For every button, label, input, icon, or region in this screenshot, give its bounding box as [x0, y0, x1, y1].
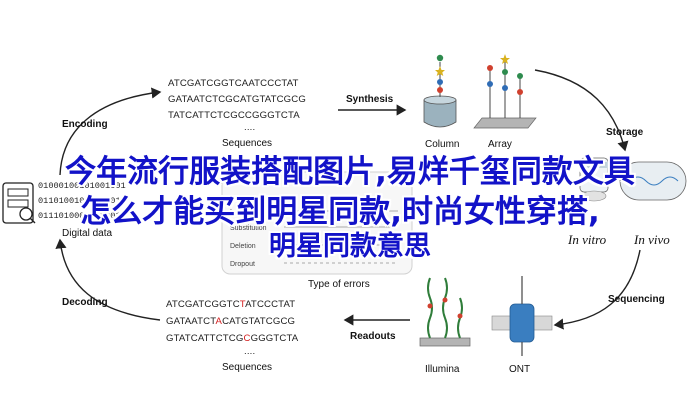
ont-icon	[491, 276, 553, 356]
binary-row-3: 01110100011000010	[38, 211, 126, 221]
error-panel	[221, 171, 413, 275]
error-base-3: C	[243, 333, 250, 344]
illumina-icon	[419, 277, 471, 347]
bottom-seq-dots: ....	[244, 346, 255, 357]
storage-arrow	[534, 69, 629, 152]
top-seq-dots: ....	[244, 122, 255, 133]
in-vivo-label: In vivo	[633, 232, 670, 247]
overlay-line-1: 今年流行服装搭配图片,易烊千玺同款文具	[65, 154, 635, 190]
binary-row-2: 01101001011101011	[38, 196, 126, 206]
ont-label: ONT	[509, 364, 530, 375]
top-seq-1: ATCGATCGGTCAATCCCTAT	[168, 78, 299, 89]
error-substitution: Substitution	[230, 225, 267, 232]
bottom-seq-1: ATCGATCGGTCTATCCCTAT	[166, 299, 295, 310]
readouts-label: Readouts	[350, 331, 396, 342]
error-dropout: Dropout	[230, 261, 255, 268]
computer-icon	[2, 182, 36, 224]
error-base-2: A	[216, 316, 223, 327]
binary-row-1: 01000100101001001	[38, 181, 126, 191]
synthesis-label: Synthesis	[346, 94, 394, 105]
digital-data-label: Digital data	[62, 228, 112, 239]
cell-icon	[619, 161, 687, 201]
array-label: Array	[488, 139, 512, 150]
top-seq-3: TATCATTCTCGCCGGGTCTA	[168, 110, 300, 121]
bottom-seq-2: GATAATCTACATGTATCGCG	[166, 316, 295, 327]
error-deletion: Deletion	[230, 243, 256, 250]
illumina-label: Illumina	[425, 364, 460, 375]
bottom-seq-3: GTATCATTCTCGCGGGTCTA	[166, 333, 299, 344]
column-icon	[423, 54, 457, 128]
decoding-label: Decoding	[62, 297, 108, 308]
encoding-label: Encoding	[62, 119, 108, 130]
sequencing-arrow	[553, 249, 641, 330]
error-base-1: T	[240, 299, 246, 310]
overlay-line-2: 怎么才能买到明星同款,时尚女性穿搭,	[80, 194, 600, 230]
top-seq-2: GATAATCTCGCATGTATCGCG	[168, 94, 306, 105]
overlay-line-3: 明星同款意思	[269, 231, 431, 262]
sequencing-label: Sequencing	[608, 294, 665, 305]
column-label: Column	[425, 139, 459, 150]
error-insertion: Insertion	[230, 209, 257, 216]
tube-icon	[579, 157, 609, 202]
top-sequences-label: Sequences	[222, 138, 272, 149]
decoding-arrow	[55, 238, 161, 321]
error-types-title: Type of errors	[308, 279, 370, 290]
bottom-sequences-label: Sequences	[222, 362, 272, 373]
array-icon	[473, 54, 537, 129]
in-vitro-label: In vitro	[567, 232, 607, 247]
storage-label: Storage	[606, 127, 644, 138]
encoding-arrow	[59, 87, 162, 176]
